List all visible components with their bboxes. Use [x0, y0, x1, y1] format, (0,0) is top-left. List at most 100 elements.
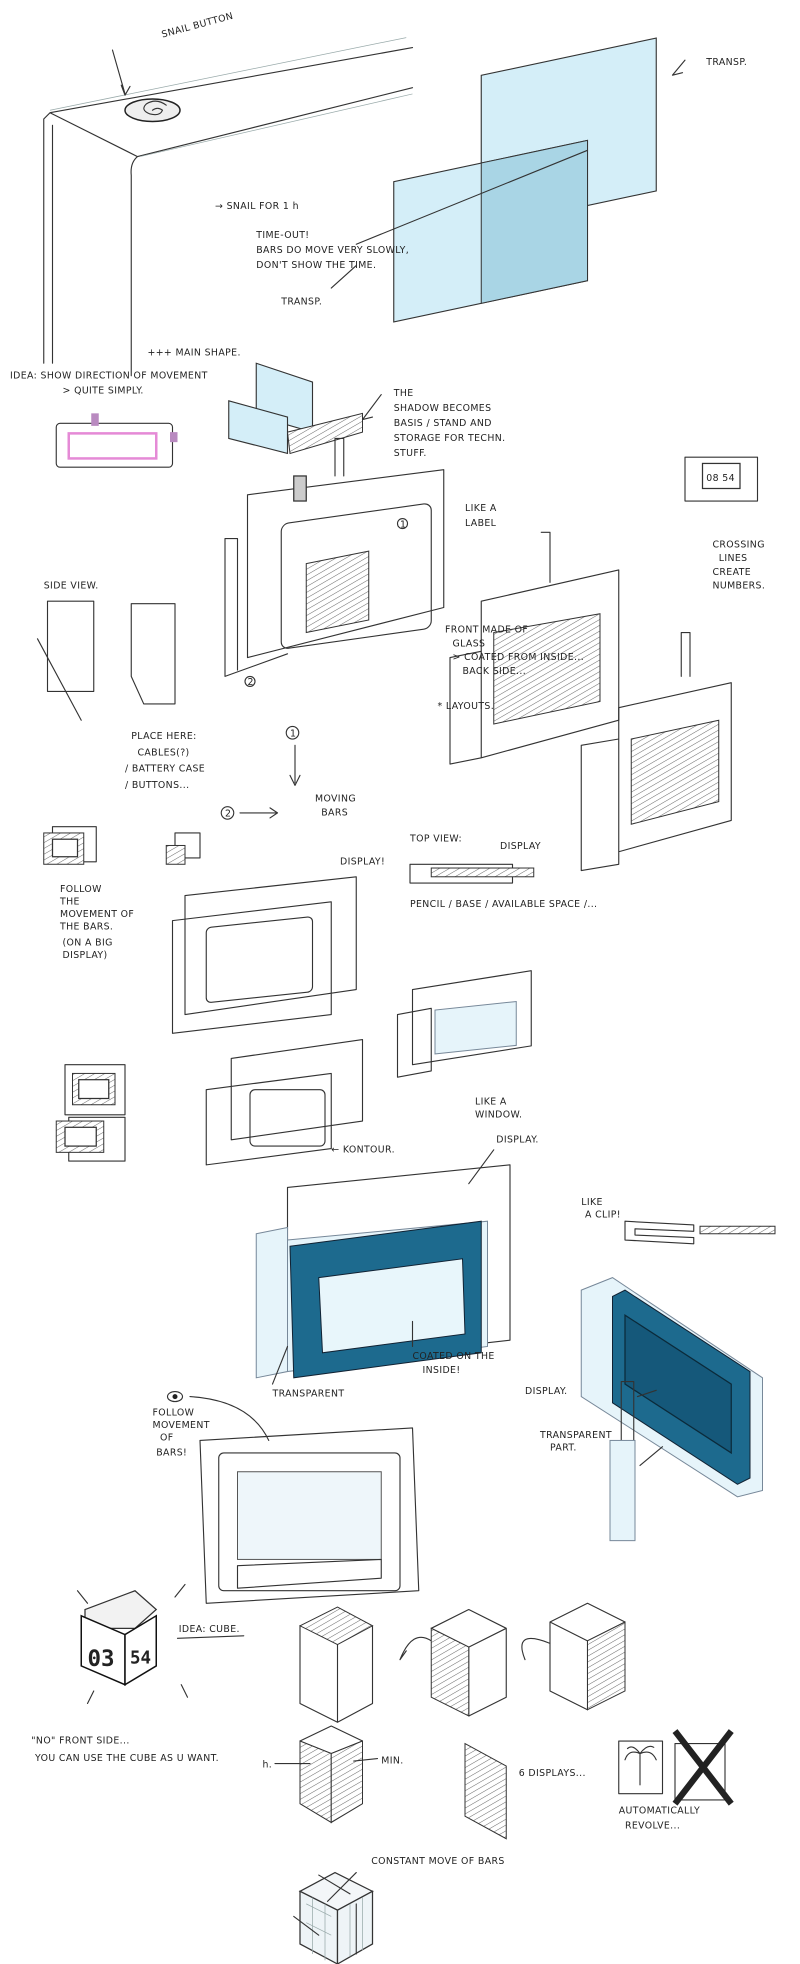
note-place-here-3: / BATTERY CASE [125, 764, 205, 775]
clock-cube-sketch: 03 54 [76, 1583, 189, 1705]
note-transparent-part-1: TRANSPARENT [539, 1430, 612, 1441]
display-stand-sketch [171, 876, 357, 1034]
note-like-clip-2: A CLIP! [585, 1209, 621, 1220]
note-follow-bars-1: FOLLOW [152, 1407, 194, 1418]
note-constant-move: CONSTANT MOVE OF BARS [371, 1856, 504, 1867]
note-side-view: SIDE VIEW. [44, 581, 99, 592]
note-crossing-1: CROSSING [713, 539, 765, 550]
note-shadow-2: SHADOW BECOMES [394, 403, 492, 414]
small-bar-sketches [43, 826, 201, 865]
side-profile-sketch [609, 1381, 664, 1542]
snail-button-icon [111, 49, 181, 123]
marker-2-label: 2 [247, 677, 253, 688]
note-display-blue: DISPLAY. [496, 1134, 538, 1145]
note-display-top: DISPLAY [500, 841, 541, 852]
note-main-shape: +++ MAIN SHAPE. [148, 348, 241, 359]
crossed-out-icon [672, 1729, 734, 1806]
single-display-sketch [464, 1742, 507, 1840]
note-no-front-2: YOU CAN USE THE CUBE AS U WANT. [34, 1753, 219, 1764]
marker-1-label: 1 [400, 519, 406, 530]
blue-clip-stand-sketch [580, 1277, 763, 1498]
note-place-here-1: PLACE HERE: [131, 731, 196, 742]
note-like-clip-1: LIKE [581, 1197, 603, 1208]
rotating-panel-sketch [580, 631, 732, 872]
note-idea-direction-1: IDEA: SHOW DIRECTION OF MOVEMENT [10, 370, 208, 381]
palm-tree-icon [618, 1740, 664, 1795]
note-no-front-1: "NO" FRONT SIDE... [31, 1736, 129, 1747]
note-moving-bars-2: BARS [321, 807, 348, 818]
side-view-sketch [36, 600, 176, 721]
note-pencil-base: PENCIL / BASE / AVAILABLE SPACE /... [410, 899, 597, 910]
note-transp-mid: TRANSP. [280, 296, 322, 307]
note-like-window-2: WINDOW. [475, 1109, 522, 1120]
note-shadow-5: STUFF. [394, 448, 427, 459]
note-transp-top: TRANSP. [705, 57, 747, 68]
note-follow-big-1: FOLLOW [60, 884, 102, 895]
note-transparent-part-2: PART. [550, 1442, 577, 1453]
hour-minute-cube-sketch [274, 1725, 379, 1824]
clock-digits: 08 54 [706, 473, 735, 484]
note-top-view: TOP VIEW: [409, 834, 462, 845]
note-crossing-2: LINES [719, 553, 748, 564]
note-moving-bars-1: MOVING [315, 794, 356, 805]
coated-display-sketch [255, 1164, 511, 1379]
label-box-sketch: 1 2 [224, 437, 445, 688]
note-auto-revolve-1: AUTOMATICALLY [619, 1806, 700, 1817]
pink-direction-sketch [55, 413, 178, 468]
note-kontour: ← KONTOUR. [331, 1144, 395, 1155]
note-follow-big-5: (ON A BIG [63, 938, 113, 949]
note-crossing-3: CREATE [713, 567, 752, 578]
note-timeout-3: DON'T SHOW THE TIME. [256, 260, 376, 271]
note-like-label-2: LABEL [465, 518, 497, 529]
note-place-here-4: / BUTTONS... [125, 780, 189, 791]
note-timeout-2: BARS DO MOVE VERY SLOWLY, [256, 245, 409, 256]
note-follow-big-2: THE [59, 896, 80, 907]
note-snail-button: SNAIL BUTTON [160, 11, 234, 41]
note-follow-big-3: MOVEMENT OF [60, 909, 134, 920]
note-display-excl: DISPLAY! [340, 856, 385, 867]
note-idea-direction-2: > QUITE SIMPLY. [63, 385, 144, 396]
note-display-side: DISPLAY. [525, 1386, 567, 1397]
note-follow-bars-2: MOVEMENT [152, 1420, 209, 1431]
follow-bars-display-sketch [199, 1427, 420, 1604]
note-front-glass-1: FRONT MADE OF [445, 625, 528, 636]
note-shadow-4: STORAGE FOR TECHN. [394, 433, 506, 444]
transparent-panels-sketch: TRANSP. [355, 37, 747, 323]
note-crossing-4: NUMBERS. [713, 581, 766, 592]
note-like-label-1: LIKE A [465, 503, 497, 514]
note-follow-big-6: DISPLAY) [63, 950, 108, 961]
main-box-sketch: SNAIL BUTTON [43, 11, 414, 377]
note-idea-cube: IDEA: CUBE. [179, 1624, 240, 1635]
note-snail-for: → SNAIL FOR 1 h [215, 201, 299, 212]
cube-hours: 03 [88, 1646, 115, 1672]
cube-minutes: 54 [130, 1648, 151, 1668]
note-timeout-1: TIME-OUT! [255, 230, 309, 241]
eye-icon [166, 1391, 184, 1403]
note-front-glass-4: BACK SIDE... [463, 666, 527, 677]
note-follow-bars-3: OF [160, 1432, 174, 1443]
rotating-cubes-sketch [298, 1602, 626, 1723]
note-minutes: MIN. [381, 1756, 403, 1767]
crossing-lines-clock-sketch: 08 54 [684, 456, 759, 502]
marker-1-flow: 1 [290, 728, 296, 739]
note-place-here-2: CABLES(?) [138, 747, 190, 758]
shadow-stand-sketch [228, 362, 363, 455]
note-coated-inside-2: INSIDE! [423, 1365, 461, 1376]
note-front-glass-3: > COATED FROM INSIDE... [453, 652, 585, 663]
clip-sketch [624, 1220, 776, 1245]
note-coated-inside-1: COATED ON THE [412, 1351, 494, 1362]
note-six-displays: 6 DISPLAYS... [519, 1768, 586, 1779]
note-front-glass-2: GLASS [453, 638, 486, 649]
marker-2-flow: 2 [225, 809, 231, 820]
window-stand-sketch [396, 970, 532, 1078]
top-view-sketch [409, 863, 535, 884]
note-layouts: * LAYOUTS. [438, 701, 495, 712]
note-follow-bars-4: BARS! [156, 1447, 187, 1458]
kontour-stand-sketch [205, 1039, 364, 1166]
constant-move-cube-sketch [293, 1871, 374, 1964]
note-transparent: TRANSPARENT [272, 1389, 345, 1400]
note-follow-big-4: THE BARS. [59, 921, 113, 932]
note-auto-revolve-2: REVOLVE... [625, 1821, 680, 1832]
note-shadow-1: THE [393, 388, 414, 399]
